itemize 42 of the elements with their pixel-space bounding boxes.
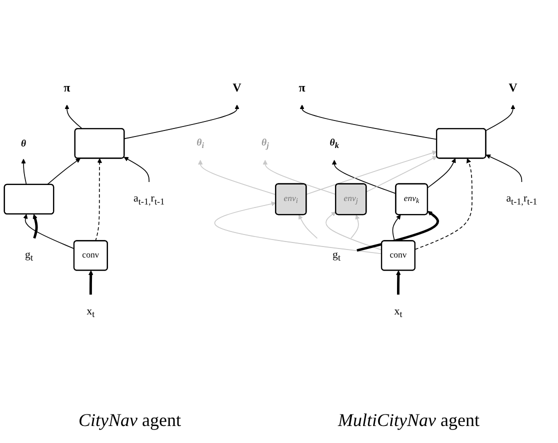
arrow <box>306 150 438 196</box>
arrow <box>486 154 522 183</box>
arrow <box>300 104 438 140</box>
node-text: V <box>232 81 242 95</box>
arrow <box>23 214 75 250</box>
node-text: x$_{t}$ <box>394 305 402 320</box>
node-text: g$_{t}$ <box>24 248 33 264</box>
node-text: π <box>64 81 70 95</box>
arrow <box>326 212 382 251</box>
figure-caption: MultiCityNav agent <box>338 410 480 430</box>
arrow <box>356 211 439 252</box>
node-text: a$_{t-1,}$r$_{t-1}$ <box>506 192 538 207</box>
arrow <box>350 214 360 239</box>
arrow <box>414 158 472 250</box>
arrow <box>392 214 401 242</box>
arrow <box>64 104 83 130</box>
arrow <box>95 158 102 242</box>
arrow <box>21 159 27 186</box>
node-text: θ$_{j}$ <box>261 136 269 150</box>
arrow <box>485 104 516 132</box>
node-text: a$_{t-1,}$r$_{t-1}$ <box>134 192 165 207</box>
node-text: g$_{t}$ <box>332 248 341 264</box>
arrow <box>332 160 396 194</box>
arrow <box>214 202 382 254</box>
arrow <box>262 160 336 196</box>
arrow <box>366 156 438 193</box>
arrow <box>32 214 38 239</box>
arrow <box>124 104 240 140</box>
arrow <box>298 214 318 239</box>
node-text: θ <box>20 138 26 149</box>
arrow <box>124 157 150 183</box>
node-text: θ$_{i}$ <box>196 136 204 150</box>
node-text: π <box>298 81 306 95</box>
arrow <box>427 158 456 188</box>
node-text: θ$_{k}$ <box>330 136 339 150</box>
arrow <box>396 270 401 295</box>
node-text: x$_{t}$ <box>86 305 95 320</box>
arrow <box>46 158 81 186</box>
arrow <box>88 270 94 295</box>
arrow <box>198 160 276 196</box>
node-text: V <box>508 81 518 95</box>
figure-caption: CityNav agent <box>78 410 181 430</box>
